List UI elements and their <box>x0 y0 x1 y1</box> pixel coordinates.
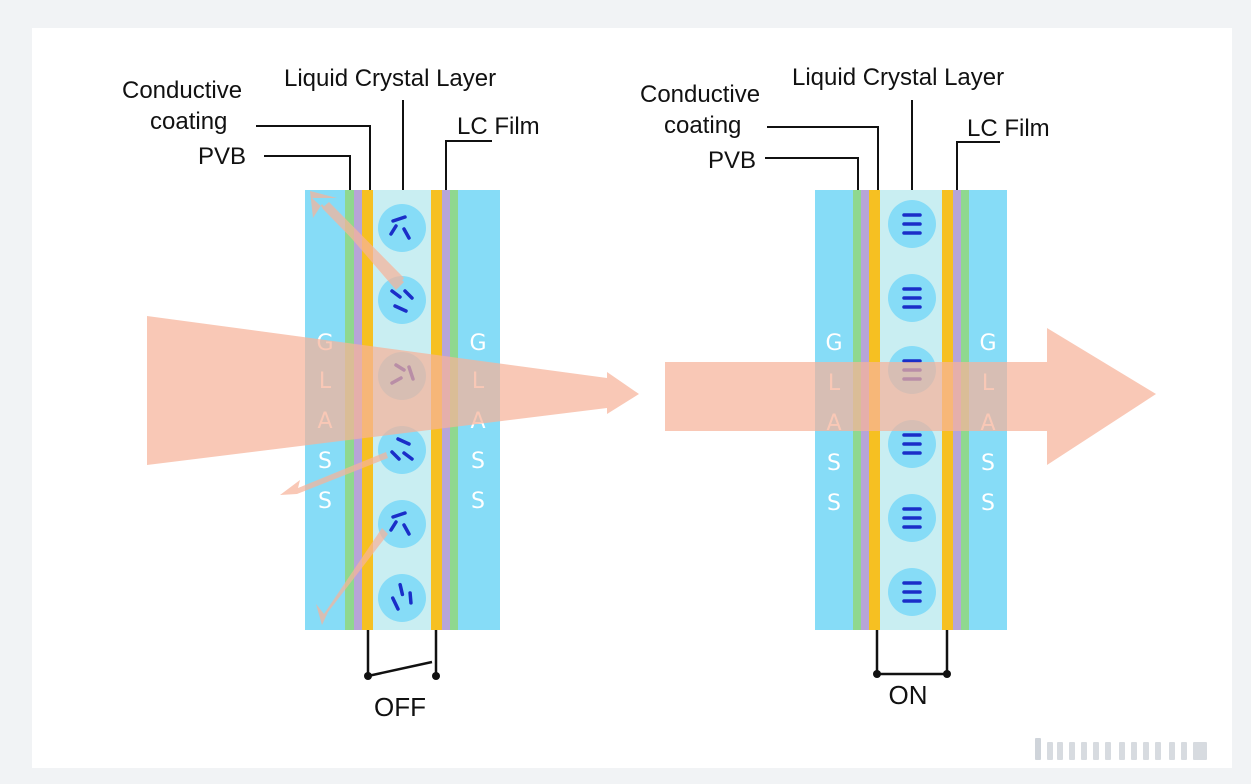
glass-letter: G <box>469 331 486 356</box>
label-conductive: Conductive <box>122 77 242 104</box>
panel-on: G L A S S G L A S S Conductive coating P… <box>640 64 1156 710</box>
label-liquid-crystal: Liquid Crystal Layer <box>284 65 496 92</box>
label-coating: coating <box>150 108 227 135</box>
scatter-arrow-left <box>280 452 388 495</box>
terminal-dot <box>364 672 372 680</box>
light-beam-through <box>665 328 1156 465</box>
scatter-arrow-down <box>316 528 388 625</box>
terminal-dot <box>873 670 881 678</box>
terminal-dot <box>432 672 440 680</box>
label-coating: coating <box>664 112 741 139</box>
label-pvb: PVB <box>708 147 756 174</box>
conductive-leader <box>256 125 371 190</box>
label-liquid-crystal: Liquid Crystal Layer <box>792 64 1004 91</box>
glass-letter: S <box>981 451 995 476</box>
glass-letter: S <box>827 451 841 476</box>
label-conductive: Conductive <box>640 81 760 108</box>
pvb-leader <box>264 155 351 190</box>
glass-letter: S <box>827 491 841 516</box>
glass-letter: S <box>981 491 995 516</box>
scatter-arrow-up-body <box>322 202 404 286</box>
leader-lines-off <box>256 100 492 190</box>
glass-letter: S <box>471 449 485 474</box>
terminal-dot <box>943 670 951 678</box>
leader-lines-on <box>765 100 1000 190</box>
lc-film-leader <box>956 141 1000 190</box>
open-switch <box>367 660 433 678</box>
glass-letter: G <box>979 331 996 356</box>
lc-film-leader <box>445 140 492 190</box>
light-scattered <box>147 191 639 625</box>
state-label-on: ON <box>889 680 928 710</box>
glass-letter: S <box>318 449 332 474</box>
circuit-off <box>366 630 438 678</box>
conductive-leader <box>767 126 879 190</box>
pvb-leader <box>765 157 859 190</box>
panel-off: G L A S S G L A S S Conductive <box>122 65 639 722</box>
label-lc-film: LC Film <box>967 115 1050 142</box>
state-label-off: OFF <box>374 692 426 722</box>
glass-letter: S <box>318 489 332 514</box>
smart-glass-diagram: G L A S S G L A S S Conductive <box>122 64 1156 722</box>
label-pvb: PVB <box>198 143 246 170</box>
light-beam-incoming <box>147 316 639 465</box>
glass-letter: G <box>825 331 842 356</box>
diagram-card: G L A S S G L A S S Conductive <box>32 28 1232 768</box>
glass-letter: S <box>471 489 485 514</box>
label-lc-film: LC Film <box>457 113 540 140</box>
watermark-icon <box>1035 738 1210 764</box>
circuit-on <box>875 630 949 676</box>
lc-molecules-on <box>888 200 936 616</box>
lc-molecules-off <box>378 204 426 622</box>
